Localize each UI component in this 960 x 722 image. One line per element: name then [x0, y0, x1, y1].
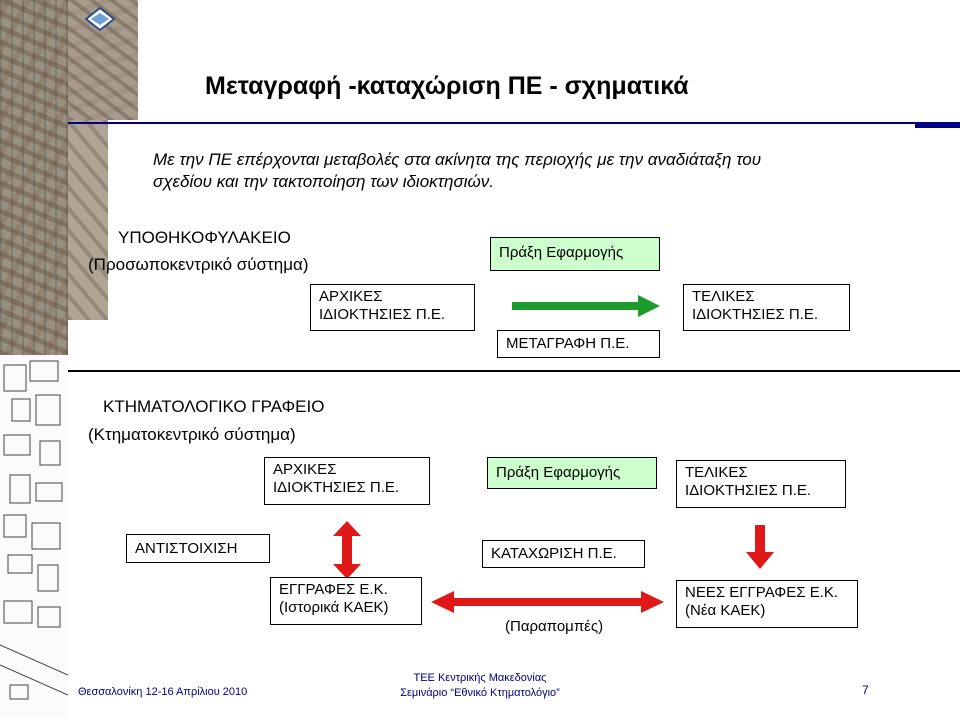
- section2-final-box: ΤΕΛΙΚΕΣ ΙΔΙΟΚΤΗΣΙΕΣ Π.Ε.: [676, 460, 846, 508]
- old-records-box: ΕΓΓΡΑΦΕΣ Ε.Κ. (Ιστορικά ΚΑΕΚ): [270, 577, 422, 625]
- footer-org: ΤΕΕ Κεντρικής Μακεδονίας: [413, 672, 547, 684]
- page-number: 7: [862, 683, 869, 697]
- page-title: Μεταγραφή -καταχώριση ΠΕ - σχηματικά: [205, 72, 689, 100]
- title-rule: [68, 122, 960, 124]
- section1-final-box: ΤΕΛΙΚΕΣ ΙΔΙΟΚΤΗΣΙΕΣ Π.Ε.: [683, 284, 850, 331]
- new-records-box: ΝΕΕΣ ΕΓΓΡΑΦΕΣ Ε.Κ. (Νέα ΚΑΕΚ): [676, 580, 858, 628]
- section2-final-line2: ΙΔΙΟΚΤΗΣΙΕΣ Π.Ε.: [685, 482, 812, 499]
- section1-act-box: Πράξη Εφαρμογής: [490, 237, 660, 271]
- section1-initial-line2: ΙΔΙΟΚΤΗΣΙΕΣ Π.Ε.: [319, 306, 446, 323]
- section1-subheading: (Προσωποκεντρικό σύστημα): [88, 255, 309, 274]
- old-records-line2: (Ιστορικά ΚΑΕΚ): [279, 599, 389, 616]
- footer-seminar: Σεμινάριο “Εθνικό Κτηματολόγιο”: [400, 687, 560, 699]
- section2-subheading: (Κτηματοκεντρικό σύστημα): [88, 425, 296, 444]
- new-records-line2: (Νέα ΚΑΕΚ): [685, 602, 766, 619]
- section1-transfer-box: ΜΕΤΑΓΡΑΦΗ Π.Ε.: [497, 330, 660, 358]
- section1-final-line2: ΙΔΙΟΚΤΗΣΙΕΣ Π.Ε.: [692, 306, 819, 323]
- section1-initial-line1: ΑΡΧΙΚΕΣ: [319, 288, 383, 305]
- orthophoto-strip: [0, 0, 68, 355]
- section2-initial-line1: ΑΡΧΙΚΕΣ: [273, 461, 337, 478]
- correspondence-box: ΑΝΤΙΣΤΟΙΧΙΣΗ: [126, 534, 270, 563]
- section1-final-line1: ΤΕΛΙΚΕΣ: [692, 288, 755, 305]
- orthophoto-inner: [68, 120, 108, 320]
- red-horizontal-double-arrow-icon: [431, 591, 664, 613]
- section-divider: [68, 370, 960, 372]
- cadastral-map-strip: [0, 355, 69, 717]
- section2-final-line1: ΤΕΛΙΚΕΣ: [685, 464, 748, 481]
- new-records-line1: ΝΕΕΣ ΕΓΓΡΑΦΕΣ Ε.Κ.: [685, 584, 839, 601]
- section2-initial-line2: ΙΔΙΟΚΤΗΣΙΕΣ Π.Ε.: [273, 479, 400, 496]
- section2-initial-box: ΑΡΧΙΚΕΣ ΙΔΙΟΚΤΗΣΙΕΣ Π.Ε.: [264, 457, 430, 505]
- title-rule-accent: [915, 122, 960, 128]
- green-right-arrow-icon: [512, 295, 660, 317]
- intro-line-1: Με την ΠΕ επέρχονται μεταβολές στα ακίνη…: [153, 150, 762, 169]
- registration-box: ΚΑΤΑΧΩΡΙΣΗ Π.Ε.: [482, 540, 645, 568]
- section1-heading: ΥΠΟΘΗΚΟΦΥΛΑΚΕΙΟ: [118, 228, 291, 247]
- red-double-arrow-icon: [333, 521, 361, 579]
- references-label: (Παραπομπές): [505, 618, 604, 635]
- intro-line-2: σχεδίου και την τακτοποίηση των ιδιοκτησ…: [153, 172, 494, 191]
- red-down-arrow-icon: [746, 525, 774, 569]
- section1-initial-box: ΑΡΧΙΚΕΣ ΙΔΙΟΚΤΗΣΙΕΣ Π.Ε.: [310, 284, 475, 331]
- section2-act-box: Πράξη Εφαρμογής: [487, 457, 657, 489]
- section2-heading: ΚΤΗΜΑΤΟΛΟΓΙΚΟ ΓΡΑΦΕΙΟ: [103, 397, 325, 416]
- old-records-line1: ΕΓΓΡΑΦΕΣ Ε.Κ.: [279, 581, 388, 598]
- house-logo-icon: [84, 6, 116, 32]
- footer-date: Θεσσαλονίκη 12-16 Απρίλιου 2010: [78, 686, 248, 698]
